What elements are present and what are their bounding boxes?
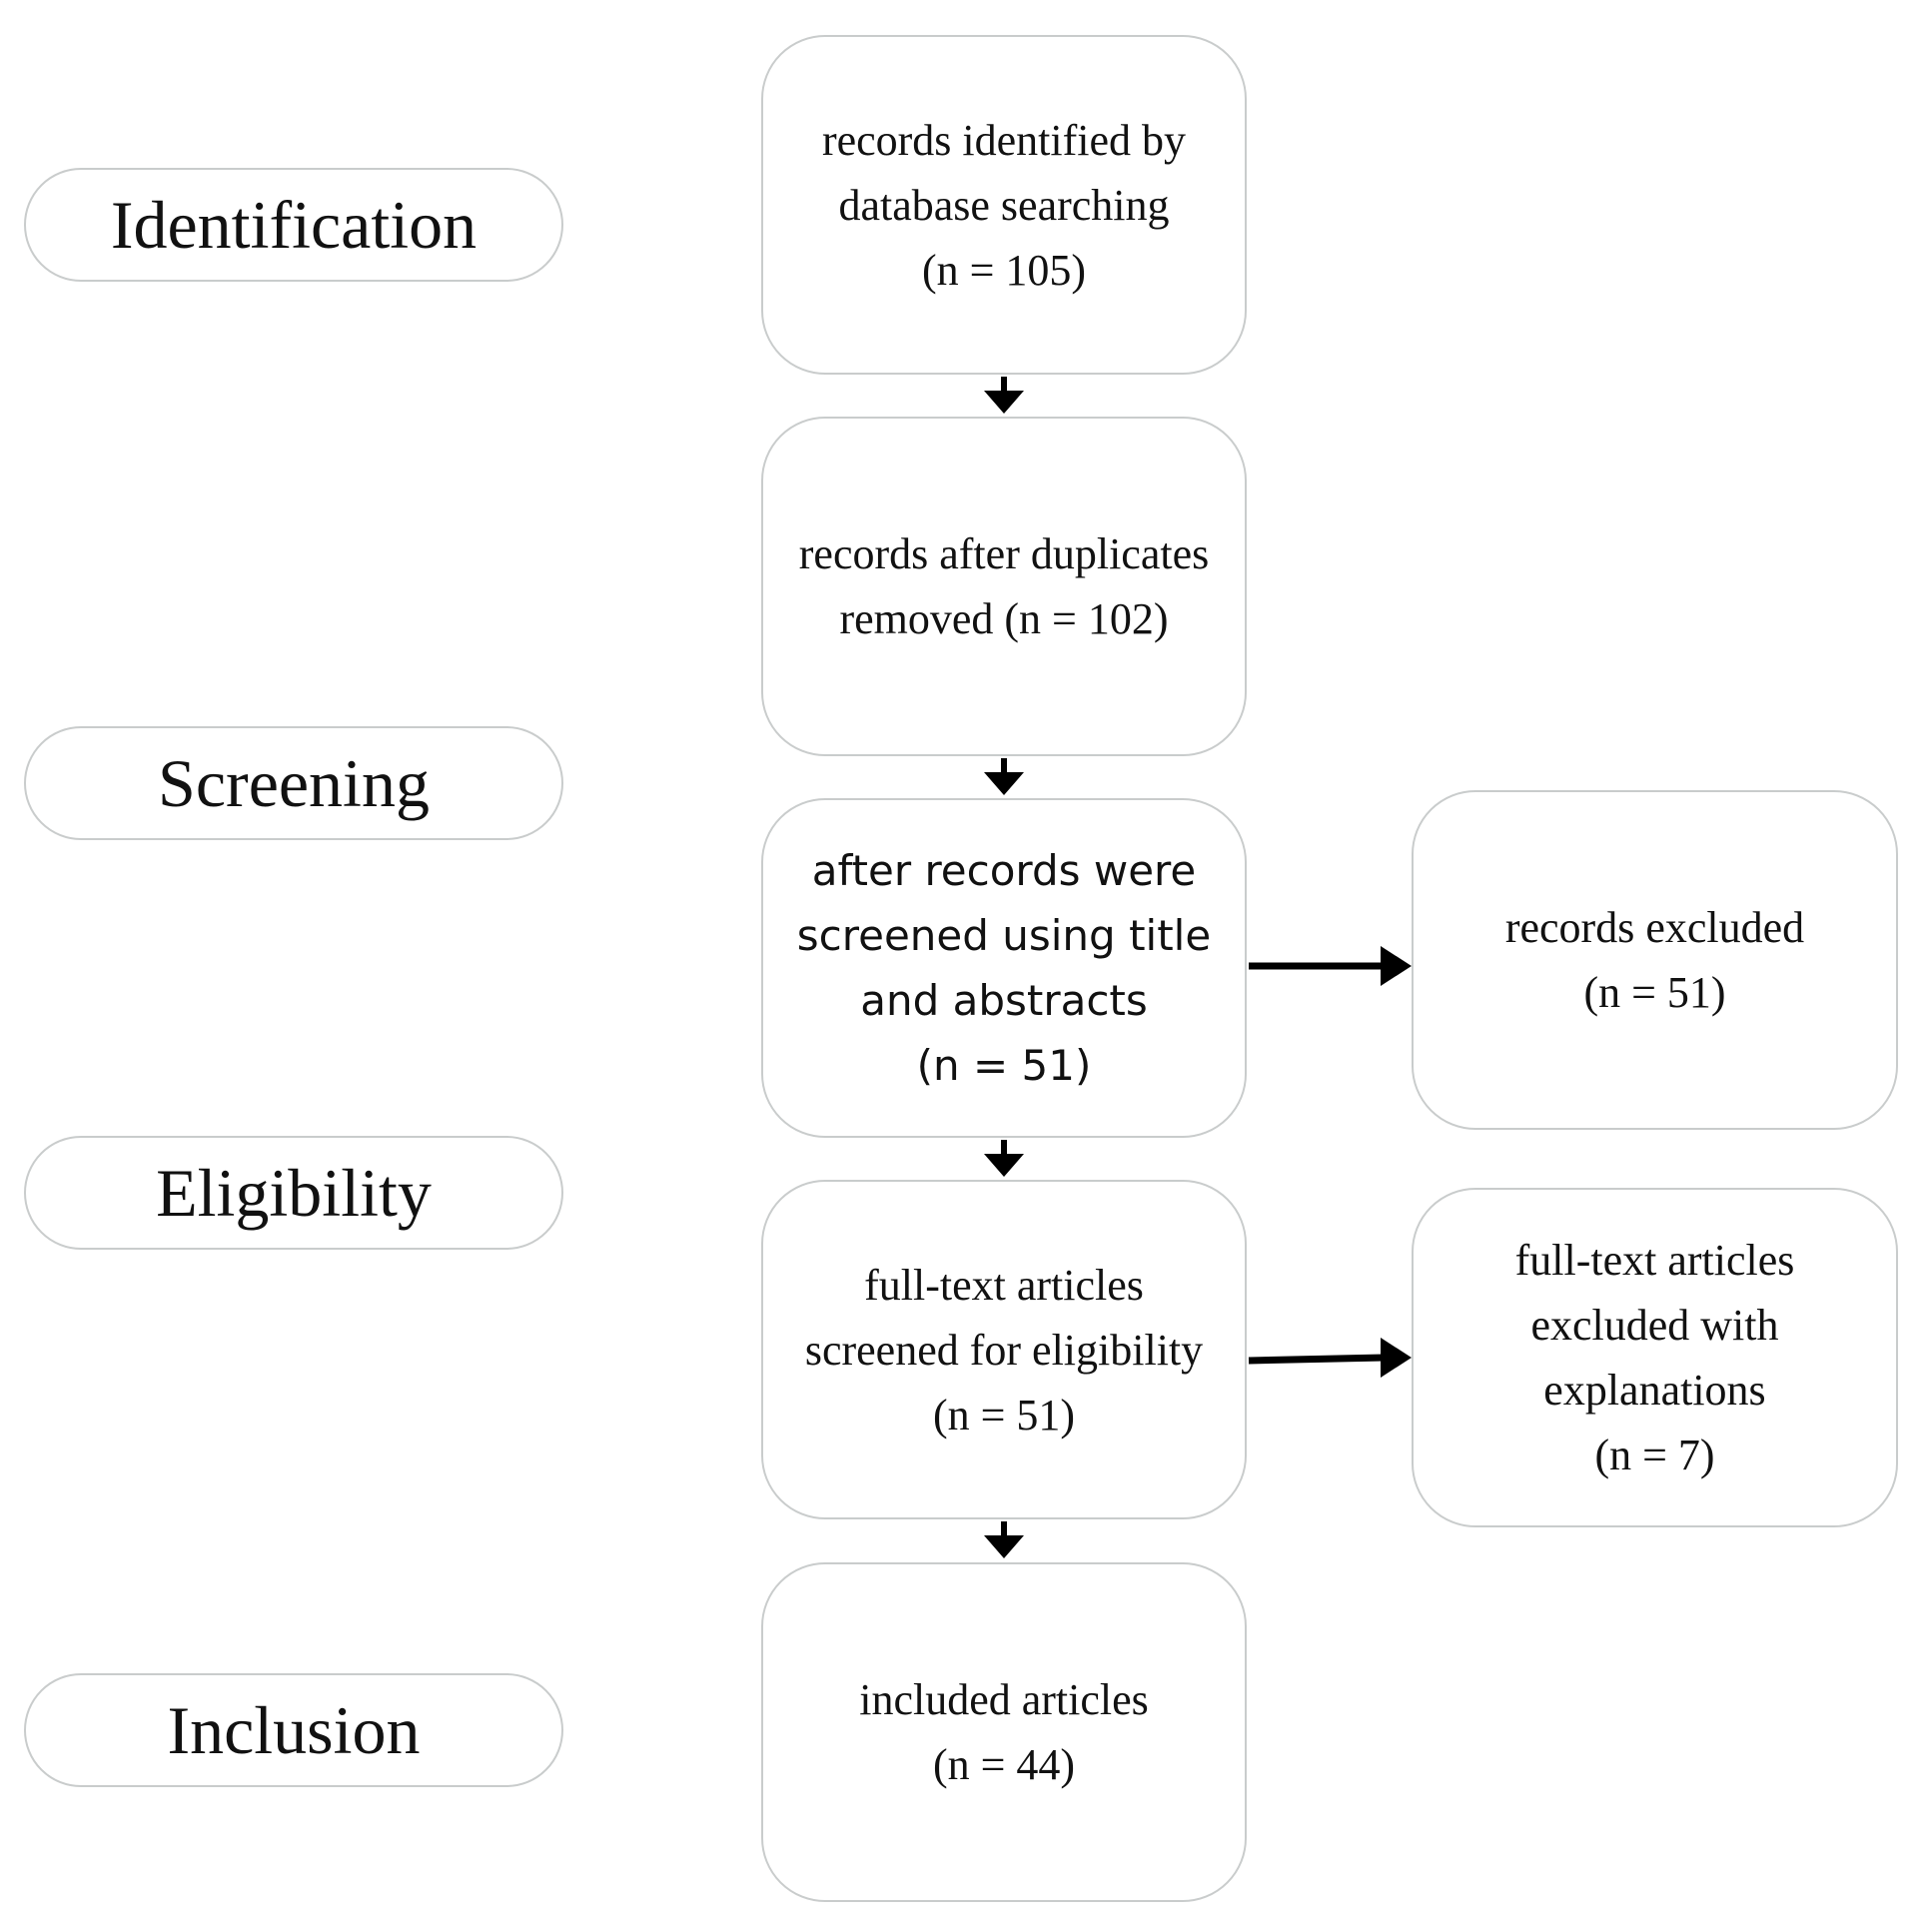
arrow-screened-to-full-text [984,1140,1024,1177]
stage-identification-label: Identification [110,186,478,263]
box-included-articles: included articles (n = 44) [761,1562,1247,1902]
box-records-identified: records identified by database searching… [761,35,1247,375]
box-full-text-excluded: full-text articles excluded with explana… [1412,1188,1898,1527]
box-text-line: full-text articles [1514,1236,1795,1285]
box-text-line: database searching [838,180,1170,230]
arrow-full-text-to-full-text-excluded [1248,1338,1412,1378]
arrow-full-text-to-included [984,1521,1024,1558]
box-records-screened: after records were screened using title … [761,798,1247,1138]
box-text-line: and abstracts [860,976,1148,1025]
box-text-line: (n = 51) [916,1041,1092,1090]
arrow-identified-to-deduplicated [984,377,1024,414]
box-records-deduplicated: records after duplicates removed (n = 10… [761,417,1247,756]
box-text-line: included articles [859,1675,1149,1724]
box-text-line: after records were [811,846,1197,895]
arrow-screened-to-records-excluded [1249,946,1412,986]
stage-screening: Screening [24,726,563,840]
box-text-line: excluded with [1530,1301,1779,1350]
stage-inclusion: Inclusion [24,1673,563,1787]
stage-identification: Identification [24,168,563,282]
box-text-line: (n = 105) [921,245,1087,295]
box-text-line: (n = 44) [932,1740,1076,1789]
stage-inclusion-label: Inclusion [167,1691,421,1768]
box-text-line: records excluded [1504,903,1805,952]
box-text-line: screened using title [796,911,1212,960]
box-text-line: screened for eligibility [804,1325,1204,1375]
box-text-line: explanations [1543,1366,1766,1415]
stage-screening-label: Screening [158,744,430,821]
box-text-line: records identified by [821,115,1187,165]
box-records-excluded: records excluded (n = 51) [1412,790,1898,1130]
stage-eligibility: Eligibility [24,1136,563,1250]
stage-eligibility-label: Eligibility [156,1154,432,1231]
box-text-line: (n = 7) [1594,1431,1715,1479]
box-full-text-screened: full-text articles screened for eligibil… [761,1180,1247,1519]
arrow-deduplicated-to-screened [984,758,1024,795]
box-text-line: (n = 51) [1583,968,1726,1017]
box-text-line: full-text articles [864,1260,1144,1310]
box-text-line: (n = 51) [932,1390,1076,1440]
box-text-line: removed (n = 102) [839,594,1169,643]
box-text-line: records after duplicates [798,529,1210,578]
